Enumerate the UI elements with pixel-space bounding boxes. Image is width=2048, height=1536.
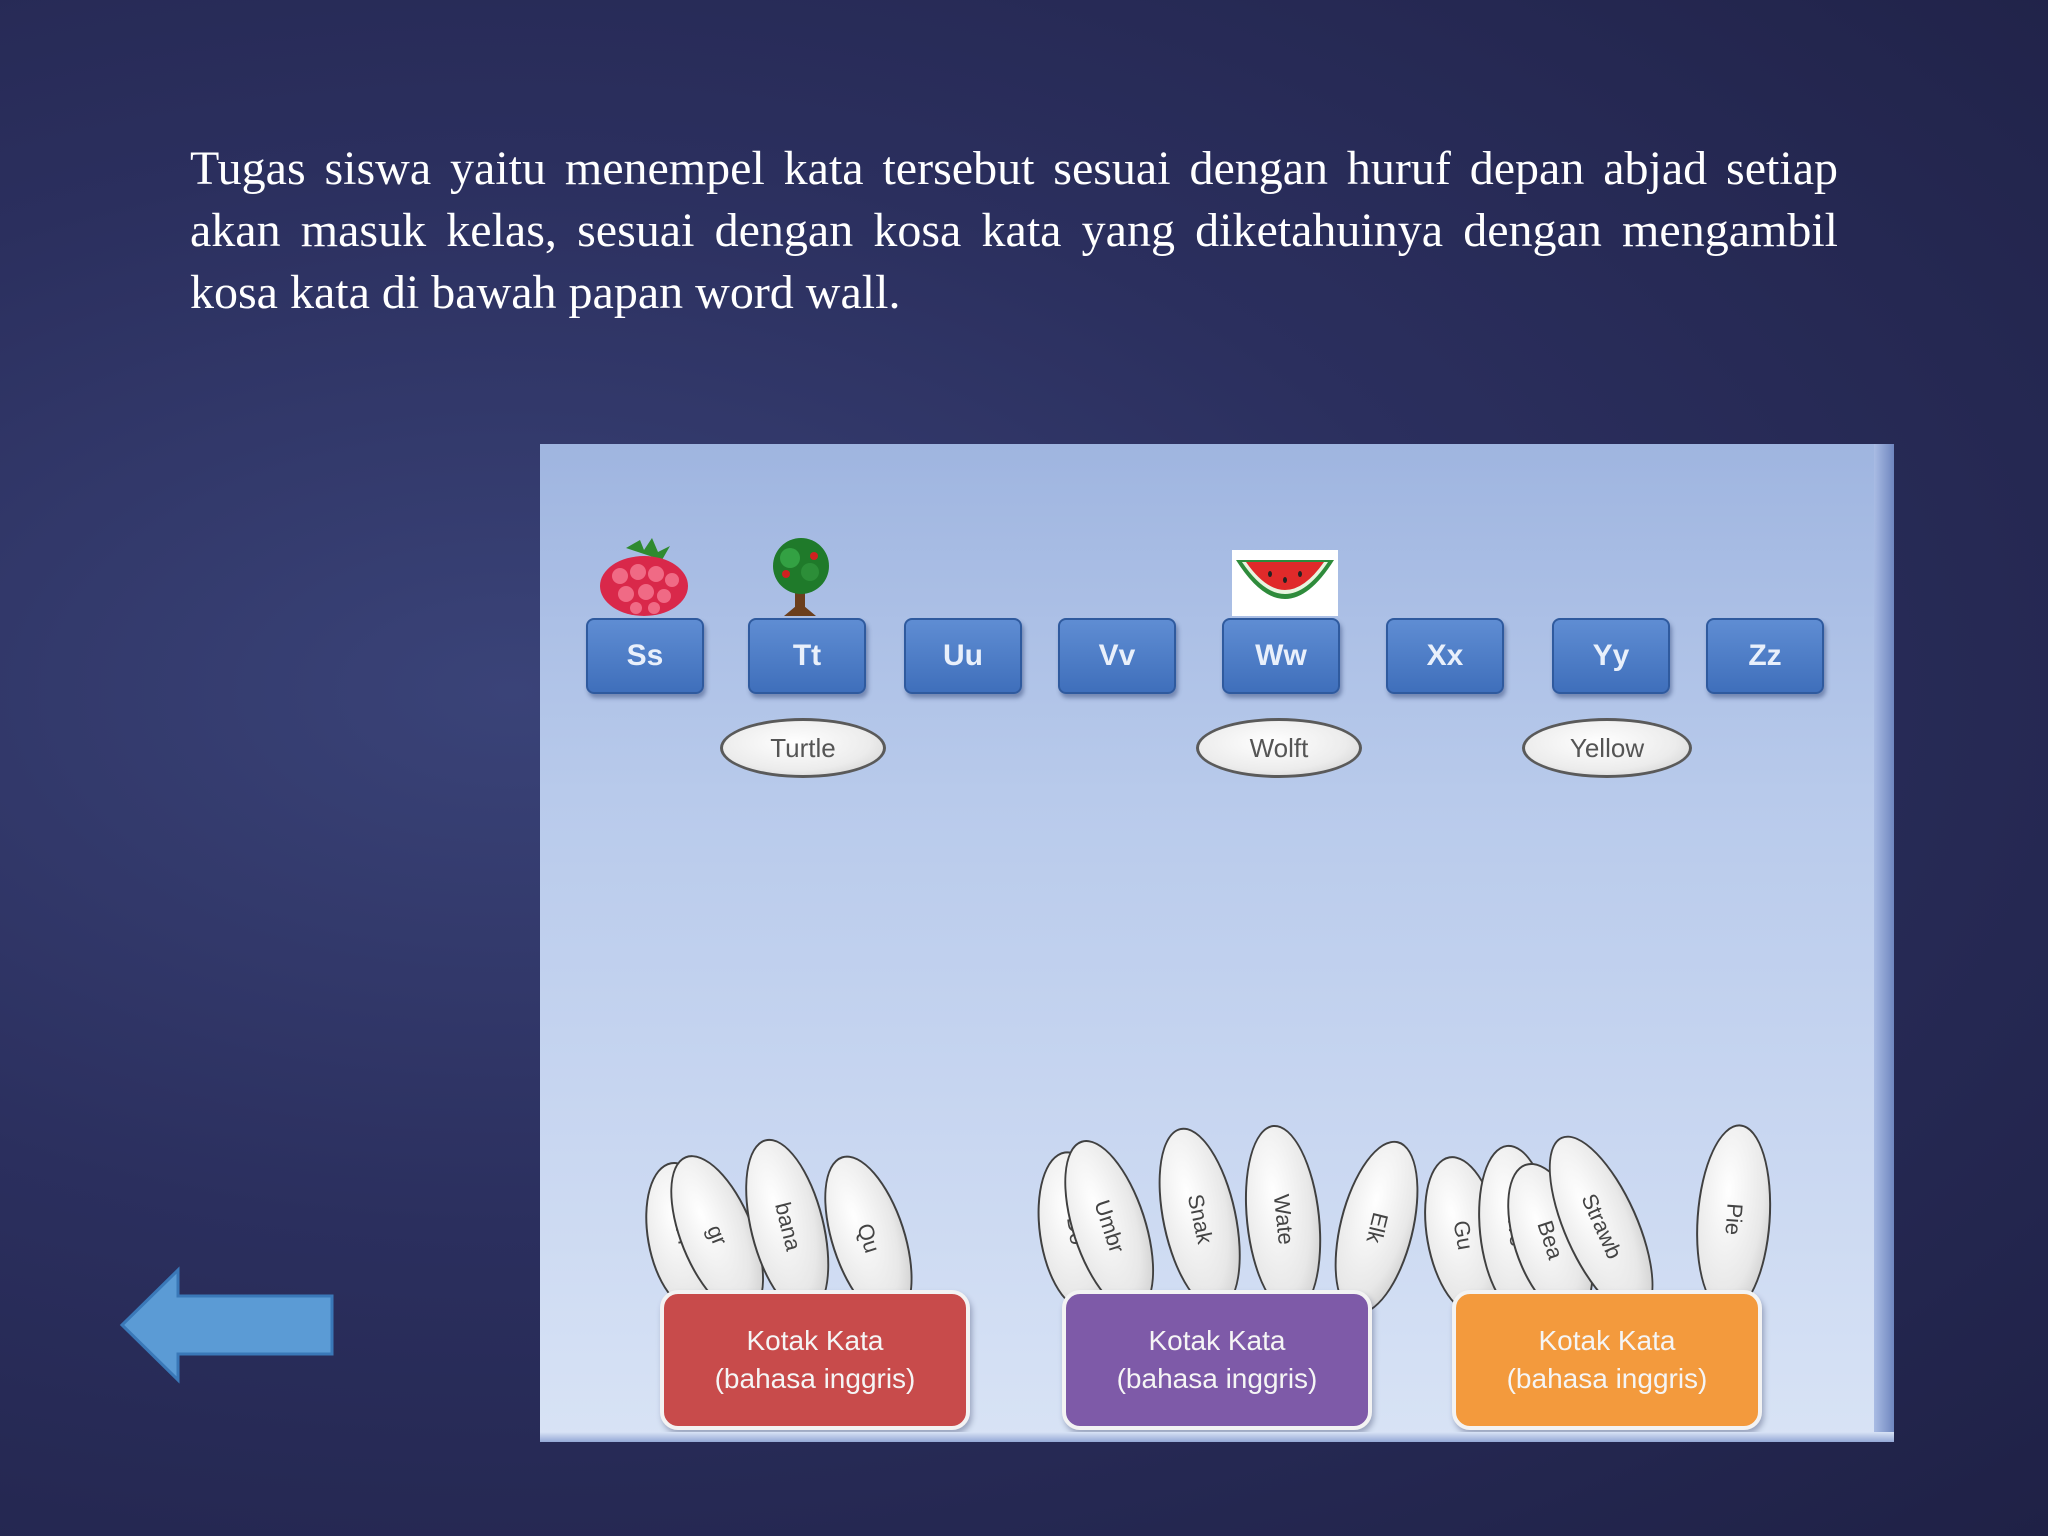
letter-card-ww[interactable]: Ww	[1222, 618, 1340, 694]
strawberry-picture[interactable]	[596, 536, 692, 622]
word-petal[interactable]: Snak	[1144, 1120, 1256, 1318]
letter-card-tt[interactable]: Tt	[748, 618, 866, 694]
letter-card-zz[interactable]: Zz	[1706, 618, 1824, 694]
word-petal[interactable]: Wate	[1236, 1121, 1330, 1318]
word-box-orange[interactable]: Kotak Kata (bahasa inggris)	[1452, 1290, 1762, 1430]
word-box-purple[interactable]: Kotak Kata (bahasa inggris)	[1062, 1290, 1372, 1430]
word-box-title: Kotak Kata	[1148, 1325, 1286, 1356]
watermelon-picture[interactable]	[1232, 550, 1338, 616]
word-box-red[interactable]: Kotak Kata (bahasa inggris)	[660, 1290, 970, 1430]
word-box-title: Kotak Kata	[1538, 1325, 1676, 1356]
word-box-subtitle: (bahasa inggris)	[1506, 1363, 1708, 1394]
letter-card-yy[interactable]: Yy	[1552, 618, 1670, 694]
letter-card-ss[interactable]: Ss	[586, 618, 704, 694]
board-edge	[1874, 444, 1894, 1442]
letter-card-uu[interactable]: Uu	[904, 618, 1022, 694]
slide-paragraph: Tugas siswa yaitu menempel kata tersebut…	[190, 142, 1838, 319]
left-arrow-icon[interactable]	[118, 1266, 336, 1384]
tree-picture[interactable]	[764, 536, 838, 620]
letter-card-xx[interactable]: Xx	[1386, 618, 1504, 694]
word-box-subtitle: (bahasa inggris)	[714, 1363, 916, 1394]
letter-card-vv[interactable]: Vv	[1058, 618, 1176, 694]
word-oval-yellow[interactable]: Yellow	[1522, 718, 1692, 778]
word-wall-board: Ss Tt Uu Vv Ww Xx Yy Zz Turtle Wolft Yel…	[540, 444, 1894, 1442]
word-oval-wolft[interactable]: Wolft	[1196, 718, 1362, 778]
word-oval-turtle[interactable]: Turtle	[720, 718, 886, 778]
board-edge	[540, 1432, 1894, 1442]
word-petal[interactable]: Pie	[1690, 1121, 1778, 1317]
word-box-title: Kotak Kata	[746, 1325, 884, 1356]
word-box-subtitle: (bahasa inggris)	[1116, 1363, 1318, 1394]
